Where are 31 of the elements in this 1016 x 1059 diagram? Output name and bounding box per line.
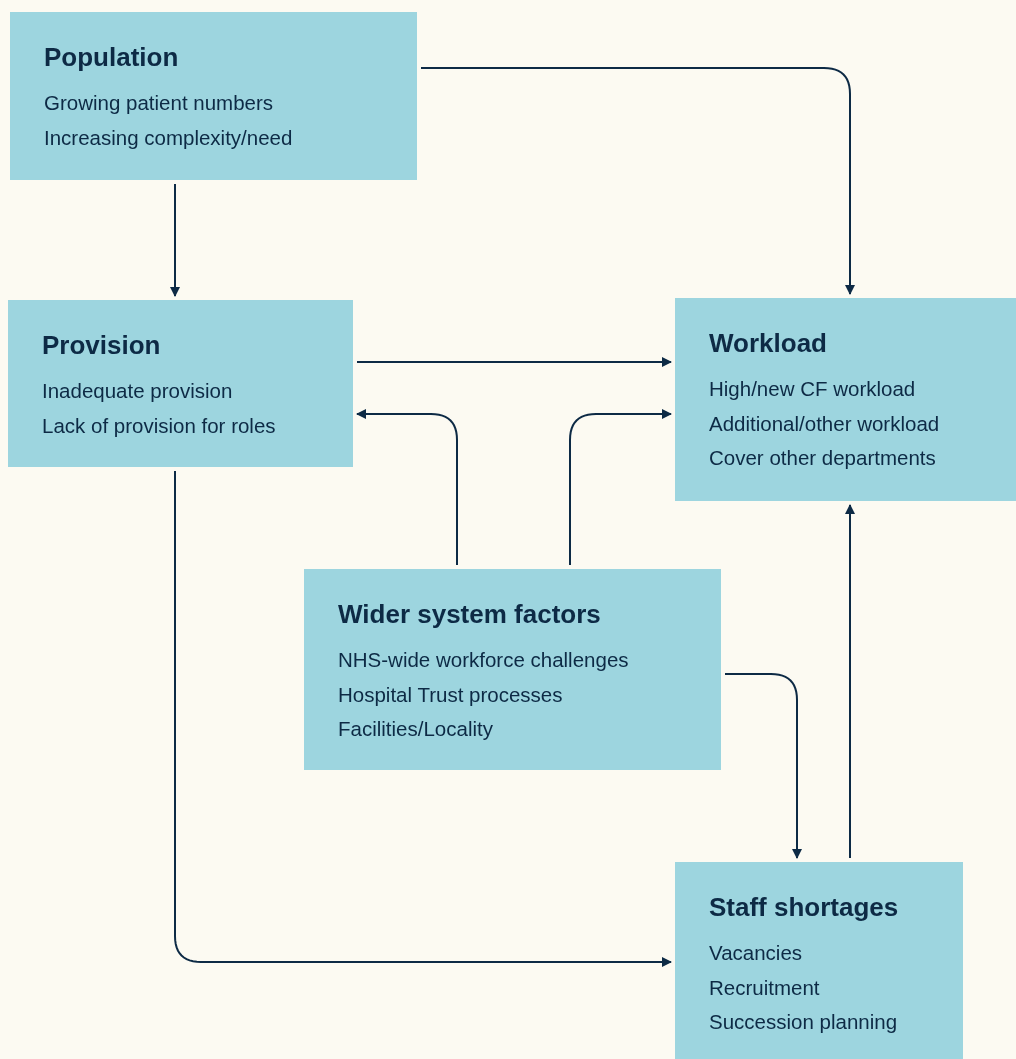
box-heading: Workload: [709, 328, 827, 359]
box-item: Facilities/Locality: [338, 716, 493, 742]
arrow: [724, 673, 802, 859]
box-item: Hospital Trust processes: [338, 681, 563, 708]
box-item: Inadequate provision: [42, 378, 233, 404]
process-box: [675, 862, 963, 1059]
box-item: Recruitment: [709, 974, 820, 1001]
box-item: Cover other departments: [709, 445, 936, 471]
box-heading: Staff shortages: [709, 892, 899, 923]
box-item: Succession planning: [709, 1009, 898, 1035]
arrow: [569, 409, 672, 566]
process-box: [304, 569, 721, 770]
box-heading: Wider system factors: [338, 599, 601, 630]
box-item: NHS-wide workforce challenges: [338, 647, 629, 673]
arrow: [170, 183, 180, 297]
box-item: Additional/other workload: [709, 410, 940, 437]
arrow: [845, 504, 855, 859]
box-heading: Provision: [42, 330, 161, 361]
box-item: Vacancies: [709, 940, 803, 966]
box-item: Increasing complexity/need: [44, 124, 293, 151]
arrow: [356, 409, 458, 566]
process-box: [10, 12, 417, 180]
arrow: [356, 357, 672, 367]
box-item: Lack of provision for roles: [42, 412, 276, 439]
process-box: [8, 300, 353, 467]
box-item: High/new CF workload: [709, 376, 916, 402]
arrow: [420, 67, 855, 295]
process-box: [675, 298, 1016, 501]
arrow: [174, 470, 672, 967]
box-item: Growing patient numbers: [44, 90, 274, 116]
box-heading: Population: [44, 42, 179, 73]
